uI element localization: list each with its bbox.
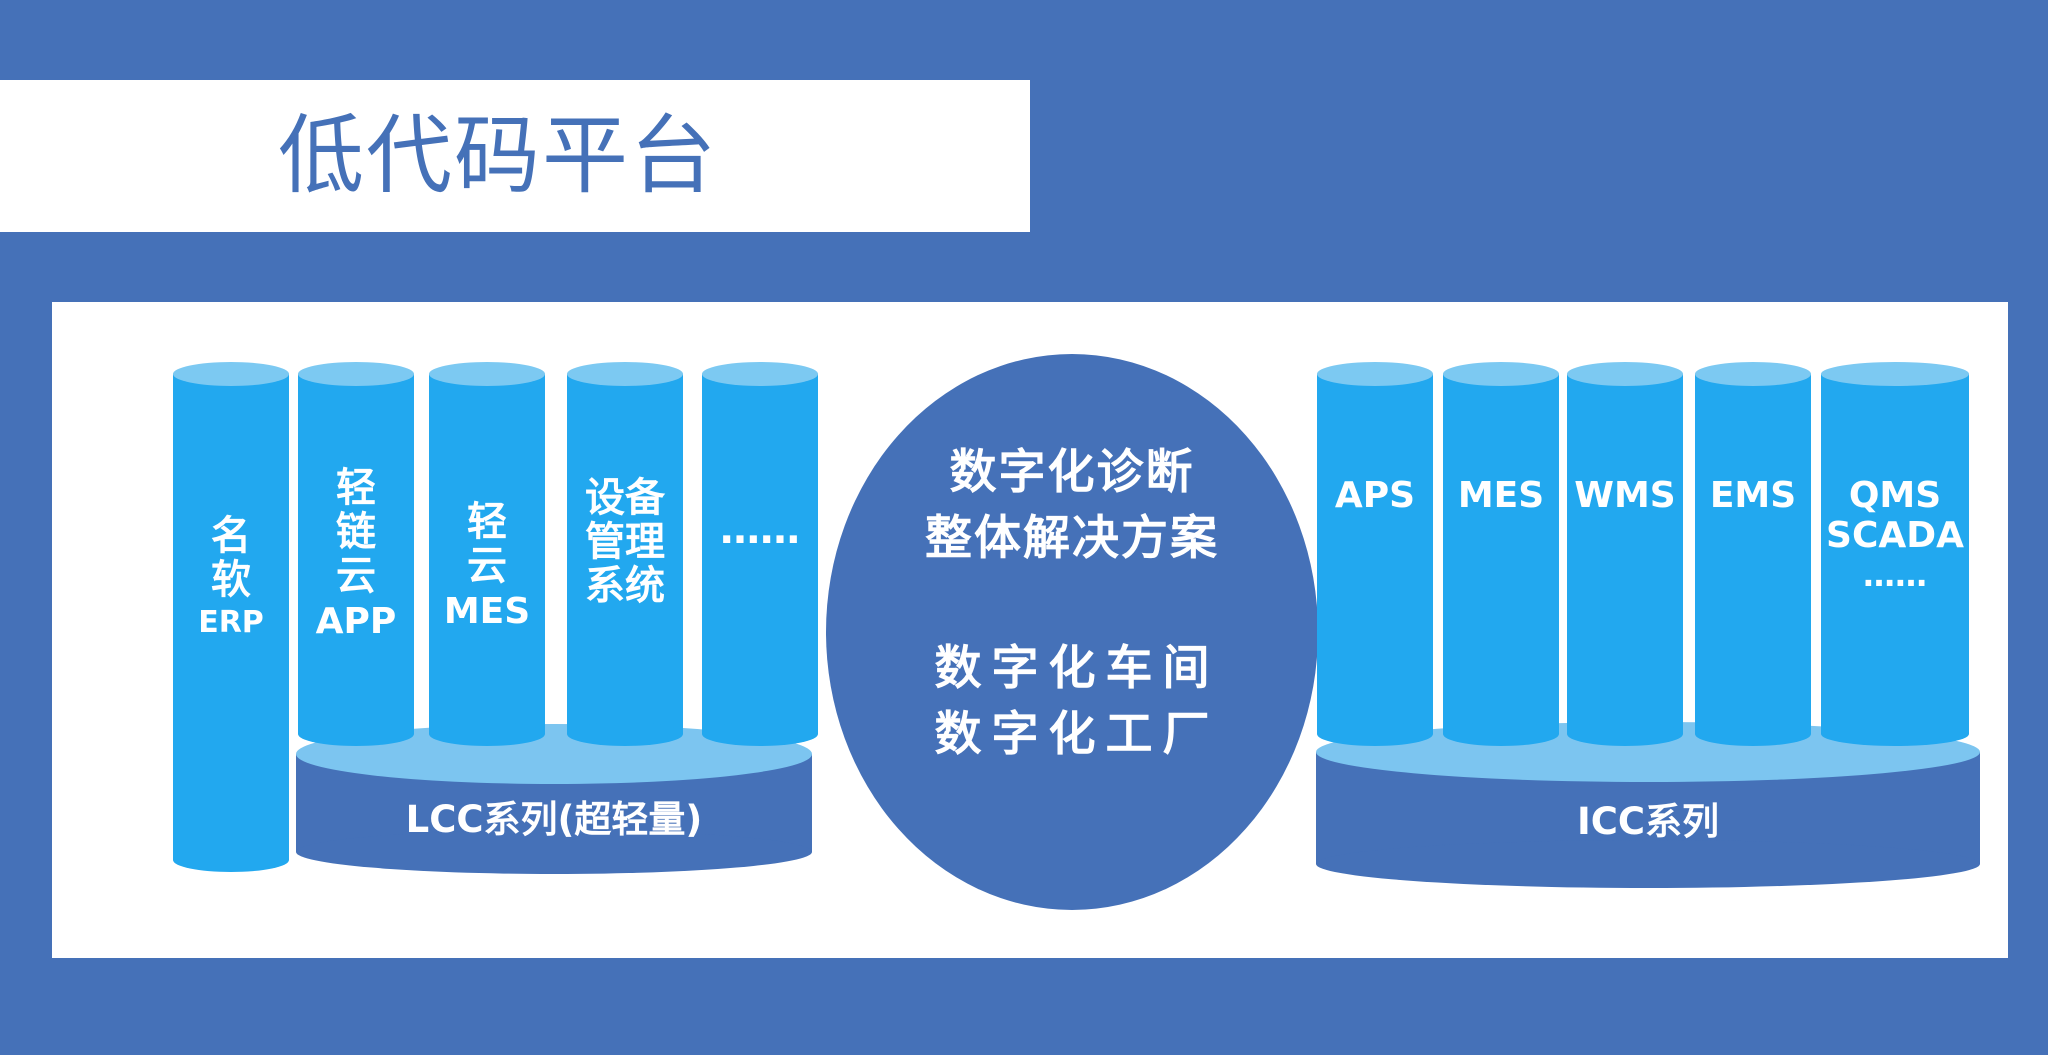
label-line: 轻	[336, 465, 376, 511]
label-line: 管理	[585, 519, 665, 565]
cylinder-qingyun-mes	[429, 362, 545, 746]
icc-series-label: ICC系列	[1576, 800, 1720, 843]
right-cylinders	[1317, 362, 1969, 746]
cylinder-qms-scada	[1821, 362, 1969, 746]
center-line: 整体解决方案	[925, 510, 1219, 566]
label-equipment-management: 设备 管理 系统	[565, 476, 685, 608]
center-text-diagnosis: 数字化诊断 整体解决方案	[842, 440, 1302, 572]
label-line: 轻	[467, 499, 507, 545]
label-line: 系统	[585, 563, 665, 609]
title-bar: 低代码平台	[0, 80, 1030, 232]
cylinder-qinglianyun-app	[298, 362, 414, 746]
label-qinglianyun-app: 轻 链 云 APP	[296, 466, 416, 642]
platform-diagram	[173, 354, 1980, 910]
label-line: 软	[211, 557, 251, 603]
icc-base	[1316, 722, 1980, 888]
cylinder-equipment-management	[567, 362, 683, 746]
label-more-dots: ……	[720, 507, 800, 553]
label-line: 链	[336, 509, 376, 555]
label-line: 设备	[585, 475, 665, 521]
cylinder-more	[702, 362, 818, 746]
page-title: 低代码平台	[278, 106, 718, 206]
center-text-digital: 数字化车间 数字化工厂	[847, 636, 1307, 768]
label-line: 云	[336, 553, 376, 599]
diagram-panel: 名 软 ERP 轻 链 云 APP 轻 云 MES 设备 管理 系统 …… LC…	[52, 302, 2008, 958]
cylinder-mingruan-erp	[173, 362, 289, 872]
lcc-series-label: LCC系列(超轻量)	[405, 798, 703, 841]
cylinder-ems	[1695, 362, 1811, 746]
center-line: 数字化工厂	[934, 706, 1220, 762]
label-line: 云	[467, 543, 507, 589]
label-aps: APS	[1334, 475, 1416, 516]
label-ems: EMS	[1709, 475, 1797, 516]
center-line: 数字化诊断	[949, 445, 1195, 500]
label-wms: WMS	[1574, 475, 1676, 516]
cylinder-aps	[1317, 362, 1433, 746]
label-mes: MES	[1457, 475, 1545, 516]
label-sub: ERP	[198, 605, 264, 640]
label-sub: MES	[443, 591, 531, 632]
label-mingruan-erp: 名 软 ERP	[171, 514, 291, 639]
left-cylinders	[173, 362, 818, 872]
label-line: QMS	[1848, 475, 1942, 516]
center-drum	[826, 354, 1318, 910]
label-qingyun-mes: 轻 云 MES	[427, 500, 547, 632]
center-line: 数字化车间	[934, 641, 1220, 696]
cylinder-mes	[1443, 362, 1559, 746]
cylinder-wms	[1567, 362, 1683, 746]
lcc-base	[296, 724, 812, 874]
label-dots: ……	[1863, 556, 1927, 595]
label-sub: APP	[315, 601, 397, 642]
label-line: SCADA	[1826, 514, 1964, 556]
label-qms-scada: QMS SCADA ……	[1825, 476, 1965, 595]
label-line: 名	[211, 513, 251, 559]
